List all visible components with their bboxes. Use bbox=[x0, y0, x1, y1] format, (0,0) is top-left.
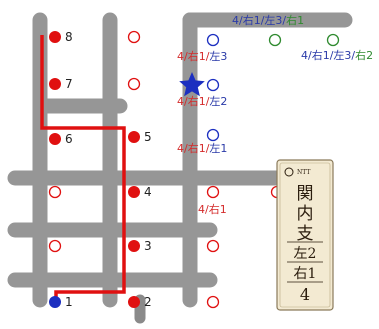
annotation-mid-top-part1: 4/右1/ bbox=[177, 49, 210, 63]
annotation-mid-top: 4/右1/左3 bbox=[177, 49, 227, 63]
marker-label-5: 5 bbox=[144, 130, 152, 144]
annotation-mid-third-part2: 左1 bbox=[209, 142, 227, 155]
open-marker[interactable] bbox=[206, 239, 220, 253]
open-marker[interactable] bbox=[48, 185, 62, 199]
annotation-top-right: 4/右1/左3/右1 bbox=[232, 13, 304, 27]
plate-line6: 4 bbox=[300, 285, 310, 304]
address-plate: NTT 関 内 支 左2 右1 4 bbox=[276, 159, 334, 311]
open-marker[interactable] bbox=[206, 295, 220, 309]
route-marker-1[interactable] bbox=[49, 296, 61, 308]
plate-line4: 左2 bbox=[294, 246, 317, 262]
route-marker-2[interactable] bbox=[128, 296, 140, 308]
open-marker-blue[interactable] bbox=[206, 33, 220, 47]
marker-label-8: 8 bbox=[65, 30, 73, 44]
route-marker-4[interactable] bbox=[128, 186, 140, 198]
annotation-right-part2: 右2 bbox=[355, 48, 373, 62]
star-icon[interactable] bbox=[179, 72, 205, 97]
annotation-right-part1: 4/右1/左3/ bbox=[301, 48, 355, 62]
open-marker[interactable] bbox=[48, 239, 62, 253]
annotation-mid-fourth: 4/右1 bbox=[198, 202, 227, 216]
annotation-mid-top-part2: 左3 bbox=[209, 50, 227, 63]
route-markers bbox=[49, 31, 140, 308]
annotation-top-right-part2: 右1 bbox=[286, 13, 304, 27]
marker-label-1: 1 bbox=[65, 295, 73, 309]
marker-label-7: 7 bbox=[65, 77, 73, 91]
marker-label-4: 4 bbox=[144, 185, 152, 199]
route-marker-3[interactable] bbox=[128, 240, 140, 252]
plate-logo-icon bbox=[284, 167, 294, 177]
route-marker-6[interactable] bbox=[49, 133, 61, 145]
route-marker-7[interactable] bbox=[49, 78, 61, 90]
marker-label-6: 6 bbox=[65, 132, 73, 146]
annotation-mid-third-part1: 4/右1/ bbox=[177, 141, 210, 155]
open-marker-green[interactable] bbox=[268, 33, 282, 47]
plate-line2: 内 bbox=[297, 204, 314, 224]
open-markers-red bbox=[48, 30, 284, 309]
annotation-top-right-part1: 4/右1/左3/ bbox=[232, 13, 286, 27]
annotation-mid-third: 4/右1/左1 bbox=[177, 141, 227, 155]
plate-top-small: NTT bbox=[297, 169, 310, 176]
route-marker-8[interactable] bbox=[49, 31, 61, 43]
plate-line1: 関 bbox=[297, 184, 314, 204]
annotation-mid-second-part2: 左2 bbox=[209, 95, 227, 108]
marker-label-3: 3 bbox=[144, 239, 152, 253]
open-markers-green bbox=[268, 33, 340, 47]
open-marker[interactable] bbox=[127, 77, 141, 91]
plate-line3: 支 bbox=[297, 224, 314, 244]
annotation-mid-second-part1: 4/右1/ bbox=[177, 94, 210, 108]
marker-label-2: 2 bbox=[144, 295, 152, 309]
plate-line5: 右1 bbox=[294, 266, 317, 282]
open-marker[interactable] bbox=[206, 185, 220, 199]
route-line bbox=[40, 35, 126, 300]
route-marker-labels: 8 7 6 5 4 3 2 1 bbox=[65, 30, 152, 309]
annotation-right: 4/右1/左3/右2 bbox=[301, 48, 373, 62]
open-markers-blue bbox=[206, 33, 220, 142]
annotation-mid-second: 4/右1/左2 bbox=[177, 94, 227, 108]
open-marker-blue[interactable] bbox=[206, 128, 220, 142]
route-marker-5[interactable] bbox=[128, 131, 140, 143]
road-network bbox=[7, 12, 353, 324]
open-marker[interactable] bbox=[127, 30, 141, 44]
open-marker-green[interactable] bbox=[326, 33, 340, 47]
open-marker-blue[interactable] bbox=[206, 78, 220, 92]
